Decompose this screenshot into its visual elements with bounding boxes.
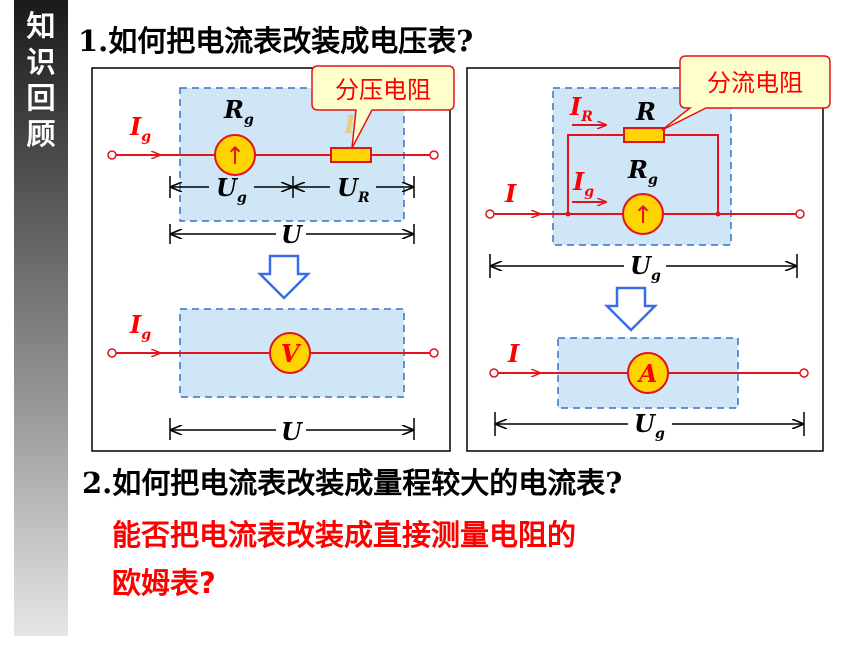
- voltmeter-symbol: V: [281, 339, 302, 368]
- callout-label: 分压电阻: [335, 76, 431, 104]
- label-ur: UR: [337, 173, 370, 206]
- series-resistor: [330, 147, 372, 163]
- voltmeter-meter: [269, 332, 311, 374]
- right-diagram: ↑ IR R Rg I Ig 分流电阻 Ug A I Ug: [466, 55, 831, 452]
- question-3-line-1: 能否把电流表改装成直接测量电阻的: [112, 518, 577, 552]
- label-r: R: [635, 97, 656, 126]
- node: [715, 211, 721, 217]
- label-ug: Ug: [216, 173, 247, 206]
- label-i: I: [504, 179, 517, 208]
- label-ig: Ig: [129, 112, 151, 145]
- galvanometer-meter: [622, 193, 664, 235]
- terminal: [107, 348, 117, 358]
- terminal: [485, 209, 495, 219]
- terminal: [429, 348, 439, 358]
- label-ug: Ug: [634, 409, 665, 442]
- label-ig: Ig: [572, 167, 594, 200]
- callout-divider-resistor: [311, 65, 455, 149]
- sidebar-char: 顾: [26, 117, 56, 151]
- left-frame: [91, 67, 451, 452]
- sidebar-char: 识: [26, 45, 56, 79]
- node: [565, 211, 571, 217]
- question-3-line-2: 欧姆表?: [112, 566, 216, 600]
- terminal: [489, 368, 499, 378]
- terminal: [429, 150, 439, 160]
- label-u: U: [281, 220, 304, 249]
- question-1: 1.如何把电流表改装成电压表?: [78, 24, 474, 58]
- label-i: I: [507, 339, 520, 368]
- label-ir: IR: [569, 92, 593, 125]
- label-rg: Rg: [223, 95, 254, 128]
- terminal: [107, 150, 117, 160]
- transform-arrow-icon: [603, 286, 659, 332]
- left-diagram: ↑ Ig Rg R 分压电阻 Ug UR U V Ig: [91, 65, 455, 452]
- transform-arrow-icon: [256, 254, 312, 300]
- callout-label: 分流电阻: [707, 69, 803, 97]
- meter-arrow-icon: ↑: [633, 201, 653, 229]
- meter-arrow-icon: ↑: [225, 142, 245, 170]
- label-ug: Ug: [630, 251, 661, 284]
- terminal: [795, 209, 805, 219]
- right-frame: [466, 67, 824, 452]
- label-ig: Ig: [129, 310, 151, 343]
- ammeter-meter: [627, 352, 669, 394]
- sidebar-banner: 知 识 回 顾: [14, 0, 68, 636]
- sidebar-char: 知: [26, 9, 56, 43]
- sidebar-char: 回: [26, 81, 56, 115]
- galvanometer-meter: [214, 134, 256, 176]
- ammeter-symbol: A: [637, 359, 658, 388]
- label-u: U: [281, 417, 304, 446]
- question-2: 2.如何把电流表改装成量程较大的电流表?: [82, 466, 623, 500]
- shunt-resistor: [623, 127, 665, 143]
- label-rg: Rg: [627, 155, 658, 188]
- terminal: [799, 368, 809, 378]
- callout-shunt-resistor: [661, 55, 831, 131]
- sidebar-title: 知 识 回 顾: [20, 8, 62, 152]
